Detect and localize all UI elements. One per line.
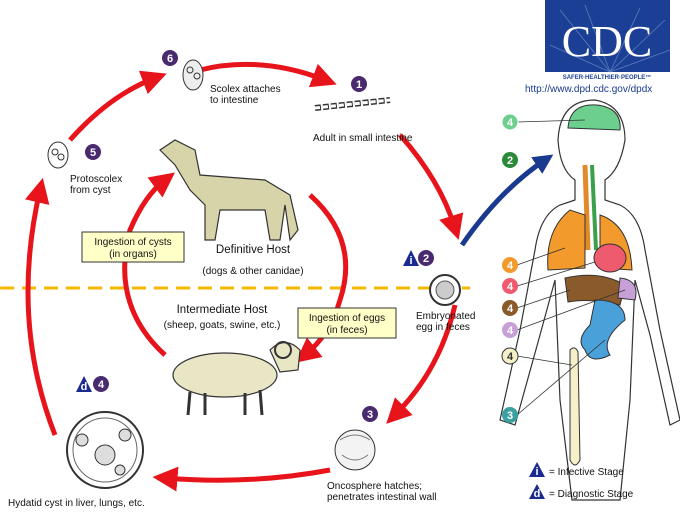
stage-1-label: Adult in small intestine	[313, 133, 413, 144]
svg-text:d: d	[534, 488, 541, 500]
svg-text:4: 4	[507, 260, 514, 272]
spleen-organ	[617, 277, 637, 301]
stage-6-label: Scolex attaches	[210, 84, 281, 95]
femur-bone	[569, 347, 581, 466]
svg-text:Ingestion of cysts: Ingestion of cysts	[94, 237, 171, 248]
legend: i = Infective Stage d = Diagnostic Stage	[529, 462, 634, 500]
stage-5-label-2: from cyst	[70, 185, 111, 196]
stage-3-label: Oncosphere hatches;	[327, 481, 422, 492]
svg-text:(in organs): (in organs)	[109, 249, 157, 260]
intermediate-host-title: Intermediate Host	[177, 304, 269, 316]
protoscolex-illustration	[47, 141, 69, 169]
svg-text:4: 4	[507, 325, 514, 337]
svg-text:i: i	[409, 255, 412, 267]
egg-illustration	[429, 274, 461, 306]
svg-text:1: 1	[356, 79, 362, 91]
human-marker-2: 2	[502, 152, 518, 168]
svg-text:2: 2	[507, 155, 513, 167]
svg-text:i: i	[535, 466, 538, 478]
legend-infective-label: = Infective Stage	[549, 467, 624, 478]
human-marker-3: 3	[502, 407, 518, 423]
legend-diagnostic-label: = Diagnostic Stage	[549, 489, 634, 500]
definitive-host-title: Definitive Host	[216, 244, 291, 256]
human-marker-4-spleen: 4	[502, 322, 518, 338]
dog-illustration	[159, 139, 299, 242]
liver-organ	[564, 274, 626, 306]
stage-2-label-2: egg in feces	[416, 322, 470, 333]
oncosphere-illustration	[334, 429, 376, 471]
infective-stage-icon: i	[403, 250, 419, 267]
stage-5-label: Protoscolex	[70, 174, 122, 185]
legend-diagnostic-icon	[529, 484, 545, 499]
intestine-organ	[580, 299, 626, 360]
stage-marker-3: 3	[362, 406, 378, 422]
svg-text:2: 2	[423, 253, 429, 265]
svg-text:4: 4	[507, 351, 514, 363]
stage-6-label-2: to intestine	[210, 95, 259, 106]
stage-marker-1: 1	[351, 76, 367, 92]
svg-text:6: 6	[167, 53, 173, 65]
stage-4-label: Hydatid cyst in liver, lungs, etc.	[8, 498, 145, 509]
logo-tagline: SAFER·HEALTHIER·PEOPLE™	[563, 74, 652, 81]
heart-organ	[593, 243, 627, 273]
cycle-arrows	[25, 61, 464, 492]
stage-marker-4: 4	[93, 376, 109, 392]
svg-text:3: 3	[507, 410, 513, 422]
human-marker-4-liver: 4	[502, 300, 518, 316]
svg-text:Ingestion of eggs: Ingestion of eggs	[309, 313, 385, 324]
ingestion-eggs-box: Ingestion of eggs (in feces)	[297, 307, 397, 339]
adult-worm-illustration	[314, 97, 391, 111]
svg-text:d: d	[81, 381, 88, 393]
hydatid-cyst-illustration	[66, 411, 144, 489]
human-infection-arrow	[459, 154, 554, 247]
scolex-illustration	[182, 59, 204, 91]
definitive-host-sub: (dogs & other canidae)	[202, 266, 303, 277]
ingestion-cysts-box: Ingestion of cysts (in organs)	[81, 231, 185, 263]
human-body-illustration	[499, 99, 680, 501]
stage-3-label-2: penetrates intestinal wall	[327, 492, 437, 503]
diagnostic-stage-icon: d	[76, 376, 92, 393]
intermediate-host-sub: (sheep, goats, swine, etc.)	[164, 320, 281, 331]
svg-text:3: 3	[367, 409, 373, 421]
source-url[interactable]: http://www.dpd.cdc.gov/dpdx	[525, 84, 652, 95]
brain-organ	[567, 104, 621, 131]
svg-text:4: 4	[507, 281, 514, 293]
legend-infective-icon	[529, 462, 545, 477]
svg-text:4: 4	[507, 117, 514, 129]
logo-text: CDC	[562, 17, 652, 66]
svg-text:5: 5	[90, 147, 96, 159]
human-marker-4-lung: 4	[502, 257, 518, 273]
human-marker-4-brain: 4	[501, 113, 519, 131]
stage-marker-6: 6	[162, 50, 178, 66]
stage-marker-2: 2	[418, 250, 434, 266]
human-marker-4-bone: 4	[501, 347, 519, 365]
stage-2-label: Embryonated	[416, 311, 475, 322]
stage-marker-5: 5	[85, 144, 101, 160]
sheep-illustration	[172, 341, 301, 416]
svg-text:4: 4	[98, 379, 105, 391]
human-marker-4-heart: 4	[502, 278, 518, 294]
svg-text:(in feces): (in feces)	[326, 325, 367, 336]
svg-text:4: 4	[507, 303, 514, 315]
cdc-logo: CDC SAFER·HEALTHIER·PEOPLE™	[545, 0, 671, 81]
